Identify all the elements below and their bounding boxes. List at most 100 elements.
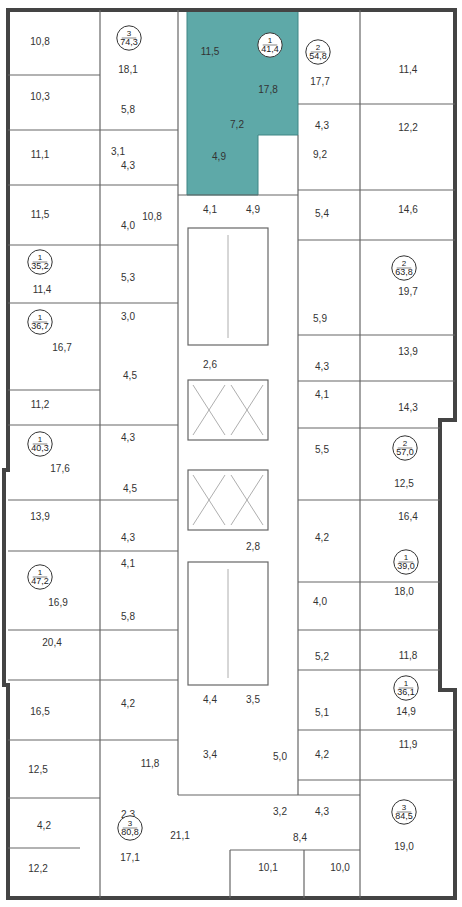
room-area: 4,0	[121, 221, 135, 231]
room-area: 4,5	[123, 371, 137, 381]
room-area: 3,2	[273, 807, 287, 817]
room-area: 4,9	[246, 205, 260, 215]
room-count: 1	[404, 554, 408, 562]
room-area: 4,2	[37, 821, 51, 831]
flat-area: 40,3	[31, 444, 49, 453]
room-area: 17,1	[120, 853, 139, 863]
flat-badge: 254,8	[305, 39, 331, 65]
room-area: 12,2	[28, 864, 47, 874]
flat-area: 74,3	[120, 38, 138, 47]
room-area: 11,5	[201, 47, 220, 57]
flat-badge: 135,2	[27, 249, 53, 275]
room-area: 10,8	[30, 37, 49, 47]
room-area: 10,1	[258, 863, 277, 873]
room-area: 17,7	[310, 77, 329, 87]
room-area: 2,8	[246, 542, 260, 552]
room-area: 5,1	[315, 708, 329, 718]
room-area: 3,1	[111, 147, 125, 157]
room-area: 10,0	[330, 863, 349, 873]
room-area: 4,3	[121, 533, 135, 543]
room-area: 4,0	[313, 597, 327, 607]
flat-area: 35,2	[31, 262, 49, 271]
room-area: 11,8	[141, 759, 160, 769]
flat-badge: 136,1	[393, 675, 419, 701]
flat-badge: 147,2	[27, 564, 53, 590]
room-area: 5,5	[315, 445, 329, 455]
room-area: 4,9	[212, 152, 226, 162]
room-count: 1	[268, 37, 272, 45]
badge-outline	[392, 256, 416, 280]
room-area: 4,1	[203, 205, 217, 215]
room-area: 11,1	[31, 150, 50, 160]
room-count: 2	[402, 260, 406, 268]
room-area: 19,7	[398, 287, 417, 297]
room-area: 14,9	[396, 707, 415, 717]
room-area: 16,9	[48, 598, 67, 608]
flat-badge: 384,5	[391, 799, 417, 825]
badge-outline	[392, 800, 416, 824]
room-area: 20,4	[42, 638, 61, 648]
room-area: 4,2	[315, 750, 329, 760]
room-count: 1	[404, 680, 408, 688]
room-area: 13,9	[398, 347, 417, 357]
stair-and-lift-marks	[193, 235, 263, 678]
room-area: 11,5	[31, 210, 50, 220]
flat-area: 63,8	[395, 268, 413, 277]
highlighted-flat	[187, 10, 298, 195]
flat-badge: 263,8	[391, 255, 417, 281]
room-area: 11,4	[33, 285, 52, 295]
room-area: 21,1	[170, 831, 189, 841]
flat-area: 41,4	[261, 45, 279, 54]
badge-outline	[28, 250, 52, 274]
room-area: 3,5	[246, 695, 260, 705]
room-area: 9,2	[313, 150, 327, 160]
inner-walls	[8, 10, 455, 898]
flat-area: 36,1	[397, 688, 415, 697]
room-area: 4,3	[315, 121, 329, 131]
room-area: 10,8	[142, 212, 161, 222]
room-area: 4,2	[121, 699, 135, 709]
room-area: 14,6	[398, 205, 417, 215]
room-area: 18,0	[394, 587, 413, 597]
room-count: 1	[38, 569, 42, 577]
flat-badge: 141,4	[257, 32, 283, 58]
badge-outline	[306, 40, 330, 64]
room-count: 3	[127, 30, 131, 38]
badge-outline	[394, 550, 418, 574]
room-area: 11,9	[399, 740, 418, 750]
room-count: 1	[38, 436, 42, 444]
room-area: 5,8	[121, 105, 135, 115]
room-area: 4,3	[121, 433, 135, 443]
badge-outline	[28, 565, 52, 589]
badge-outline	[28, 432, 52, 456]
room-area: 18,1	[118, 65, 137, 75]
room-area: 8,4	[293, 833, 307, 843]
room-area: 5,0	[273, 752, 287, 762]
flat-area: 57,0	[396, 448, 414, 457]
flat-area: 47,2	[31, 577, 49, 586]
room-area: 14,3	[398, 403, 417, 413]
room-area: 5,2	[315, 652, 329, 662]
room-count: 3	[128, 820, 132, 828]
room-area: 16,4	[398, 512, 417, 522]
room-area: 5,9	[313, 314, 327, 324]
room-area: 4,4	[203, 695, 217, 705]
room-area: 3,4	[203, 750, 217, 760]
flat-badge: 140,3	[27, 431, 53, 457]
flat-area: 54,8	[309, 52, 327, 61]
room-count: 1	[38, 254, 42, 262]
room-count: 2	[316, 44, 320, 52]
building-core	[188, 228, 268, 685]
room-area: 11,2	[31, 400, 50, 410]
room-area: 4,5	[123, 484, 137, 494]
room-area: 17,8	[258, 85, 277, 95]
room-area: 10,3	[30, 92, 49, 102]
room-area: 13,9	[30, 512, 49, 522]
room-area: 11,4	[399, 65, 418, 75]
room-area: 4,3	[315, 807, 329, 817]
room-area: 4,3	[121, 161, 135, 171]
room-area: 5,4	[315, 209, 329, 219]
room-area: 16,5	[30, 707, 49, 717]
badge-outline	[118, 816, 142, 840]
